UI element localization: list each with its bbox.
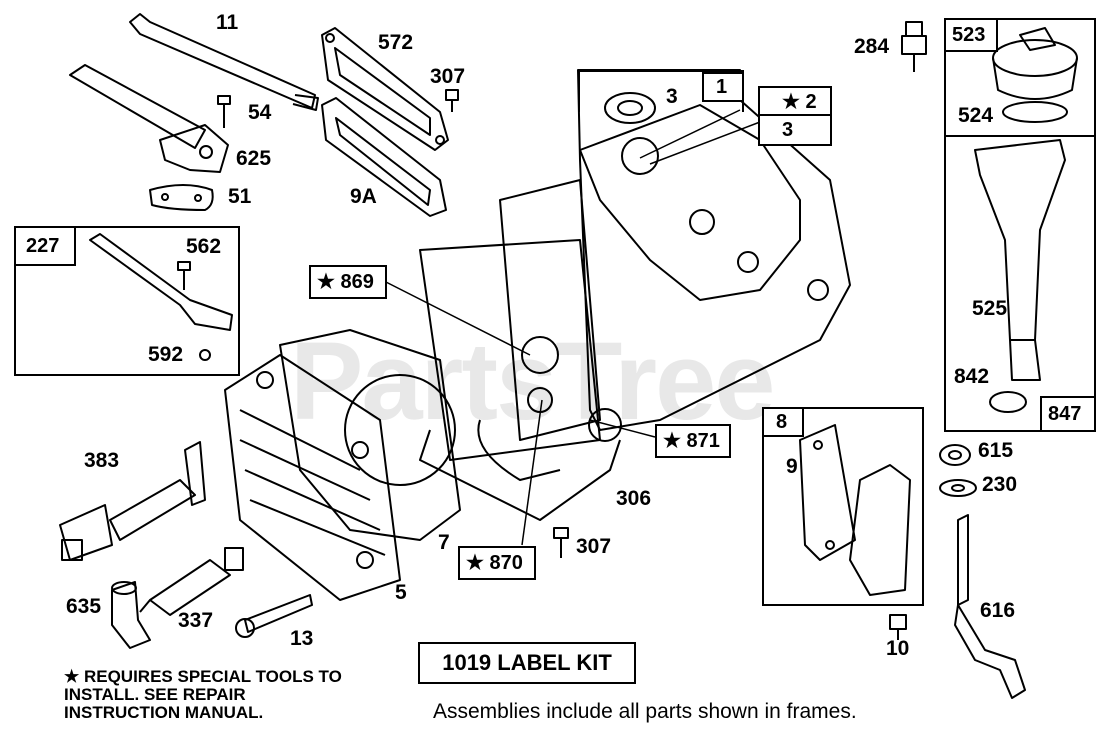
part-307-screw-a	[445, 89, 459, 112]
callout-3: 3	[666, 85, 678, 108]
part-5-head	[224, 354, 401, 601]
part-230-washer	[939, 479, 977, 497]
callout-307-bottom: 307	[576, 535, 612, 558]
callout-383: 383	[84, 449, 120, 472]
callout-635: 635	[66, 595, 102, 618]
box-label-869: ★ 869	[309, 265, 387, 299]
callout-230: 230	[982, 473, 1018, 496]
frame-227	[14, 226, 240, 376]
part-13-bolt	[235, 594, 313, 638]
frame-523-inner	[944, 18, 1096, 137]
box-label-870: ★ 870	[458, 546, 536, 580]
callout-5: 5	[395, 581, 407, 604]
label-kit-box: 1019 LABEL KIT	[418, 642, 636, 684]
frame-8	[762, 407, 924, 606]
part-572-gasket	[321, 27, 449, 151]
callout-306: 306	[616, 487, 652, 510]
box-label-3: 3	[758, 114, 832, 146]
part-9-gasket	[799, 424, 856, 561]
part-337-plug	[139, 547, 244, 616]
part-3-seal	[604, 92, 656, 124]
part-9A-gasket	[321, 97, 447, 217]
box-label-847: 847	[1040, 396, 1096, 432]
callout-572: 572	[378, 31, 414, 54]
box-label-8: 8	[762, 407, 804, 437]
part-625-tube	[69, 64, 229, 173]
callout-525: 525	[972, 297, 1008, 320]
callout-615: 615	[978, 439, 1014, 462]
callout-842: 842	[954, 365, 990, 388]
part-54-screw	[217, 95, 231, 128]
callout-11: 11	[216, 11, 239, 34]
part-284-screw	[901, 21, 927, 72]
part-615-seal	[939, 444, 971, 466]
part-crankcase	[419, 69, 851, 521]
part-307-screw-b	[553, 527, 569, 558]
part-635-boot	[111, 581, 151, 649]
box-label-871: ★ 871	[655, 424, 731, 458]
callout-616: 616	[980, 599, 1016, 622]
callout-284: 284	[854, 35, 890, 58]
callout-54: 54	[248, 101, 272, 124]
callout-7: 7	[438, 531, 450, 554]
special-tools-note: ★ REQUIRES SPECIAL TOOLS TO INSTALL. SEE…	[64, 667, 342, 722]
part-383-tool	[59, 441, 206, 561]
callout-592: 592	[148, 343, 184, 366]
callout-307-top: 307	[430, 65, 466, 88]
assemblies-note: Assemblies include all parts shown in fr…	[433, 700, 857, 723]
callout-13: 13	[290, 627, 314, 650]
callout-625: 625	[236, 147, 272, 170]
part-11-tube	[129, 13, 319, 111]
part-525-tube	[974, 139, 1066, 413]
box-label-2: ★ 2	[758, 86, 832, 118]
box-label-227: 227	[14, 226, 76, 266]
callout-51: 51	[228, 185, 252, 208]
part-616-dipstick	[954, 514, 1026, 699]
box-label-1: 1	[702, 72, 744, 102]
part-523-cap	[992, 27, 1078, 100]
part-51-gasket	[149, 184, 214, 211]
part-524-oring	[1002, 101, 1068, 123]
part-10-screw	[889, 614, 907, 640]
leader-lines	[381, 109, 761, 546]
part-8-breather	[849, 464, 911, 596]
part-7-gasket	[279, 329, 461, 541]
callout-9A: 9A	[350, 185, 377, 208]
watermark: PartsTree	[290, 320, 775, 443]
callout-524: 524	[958, 104, 994, 127]
callout-9: 9	[786, 455, 798, 478]
callout-337: 337	[178, 609, 214, 632]
callout-10: 10	[886, 637, 910, 660]
callout-562: 562	[186, 235, 222, 258]
part-562-lever	[89, 233, 233, 361]
box-label-523: 523	[944, 18, 998, 52]
